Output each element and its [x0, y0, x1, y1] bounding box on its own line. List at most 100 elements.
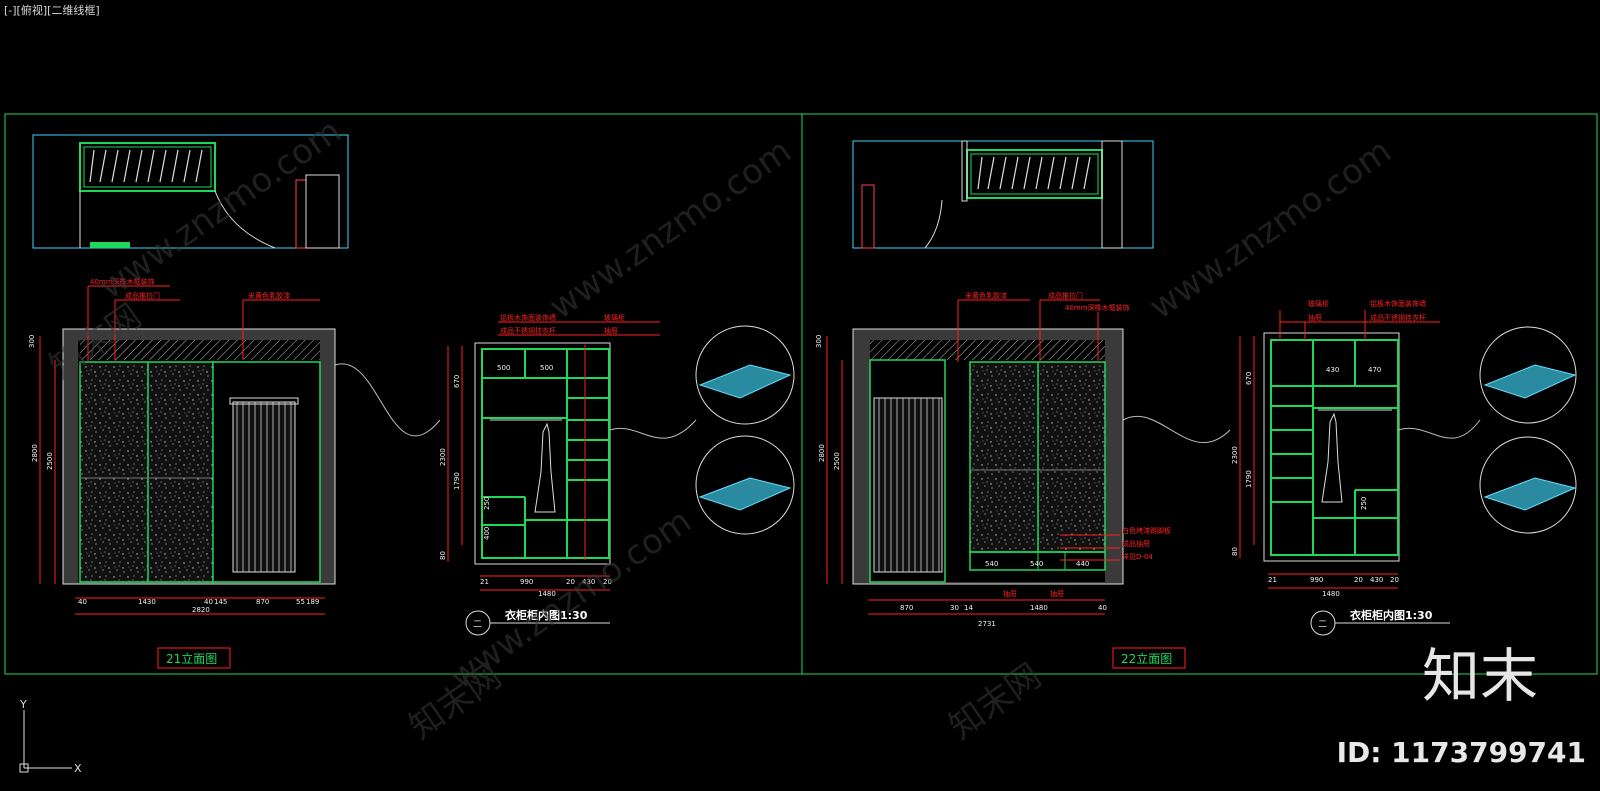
left-width-870: 870: [256, 598, 269, 606]
left-height-2500: 2500: [46, 452, 54, 470]
left-int-w-990: 990: [520, 578, 533, 586]
right-width-30: 30: [950, 604, 959, 612]
right-detail-callouts: [1122, 326, 1577, 534]
left-width-40a: 40: [78, 598, 87, 606]
right-height-300: 300: [815, 335, 823, 348]
right-int-h-80: 80: [1231, 547, 1239, 556]
left-width-1430: 1430: [138, 598, 156, 606]
right-width-40: 40: [1098, 604, 1107, 612]
right-note-6: 详见D-04: [1122, 552, 1153, 561]
left-width-145: 145: [214, 598, 227, 606]
left-interior-note-3: 玻璃柜: [604, 313, 625, 322]
right-width-14: 14: [964, 604, 973, 612]
left-int-h-1790: 1790: [453, 472, 461, 490]
right-note-5: 成品抽屉: [1122, 539, 1150, 548]
svg-text:知末网: 知末网: [942, 656, 1048, 747]
right-shelf-470: 470: [1368, 366, 1381, 374]
right-int-w-430: 430: [1370, 576, 1383, 584]
right-interior-note-3: 铝板木饰面装饰墙: [1370, 299, 1426, 308]
left-shelf-250: 250: [483, 497, 491, 510]
right-int-w-20b: 20: [1390, 576, 1399, 584]
left-elevation-title[interactable]: 21立面图: [166, 651, 217, 666]
right-height-2800: 2800: [818, 444, 826, 462]
left-elevation-21: [62, 328, 336, 585]
right-total-width: 2731: [978, 620, 996, 628]
left-section-mark-label: 二: [473, 620, 482, 630]
left-int-h-670: 670: [453, 375, 461, 388]
right-note-3: 40mm深橡木框装饰: [1065, 303, 1130, 312]
right-elevation-dimensions: [826, 299, 1120, 615]
right-wardrobe-interior: [1263, 332, 1400, 562]
right-width-870: 870: [900, 604, 913, 612]
ucs-x-label: X: [74, 762, 82, 775]
right-plan-view: [852, 140, 1154, 249]
right-interior-note-4: 成品不锈钢挂衣杆: [1370, 313, 1426, 322]
left-int-w-20b: 20: [603, 578, 612, 586]
right-int-h-2300: 2300: [1231, 446, 1239, 464]
right-shelf-250: 250: [1360, 497, 1368, 510]
right-int-w-20a: 20: [1354, 576, 1363, 584]
left-int-total: 1480: [538, 590, 556, 598]
left-int-h-2300: 2300: [439, 448, 447, 466]
left-note-2: 成品推拉门: [125, 291, 160, 300]
left-width-55: 55: [296, 598, 305, 606]
left-detail-title[interactable]: 衣柜柜内图1:30: [505, 608, 588, 622]
right-sheet-frame: [801, 113, 1598, 675]
right-bottom-note-2: 抽屉: [1050, 589, 1064, 598]
right-elevation-title[interactable]: 22立面图: [1121, 651, 1172, 666]
right-int-w-990: 990: [1310, 576, 1323, 584]
right-elevation-title-box[interactable]: [1112, 647, 1186, 669]
left-int-h-80: 80: [439, 551, 447, 560]
right-drawer-540a: 540: [985, 560, 998, 568]
asset-id: ID: 1173799741: [1336, 736, 1586, 769]
right-shelf-430: 430: [1326, 366, 1339, 374]
ucs-axis-icon: Y X: [19, 698, 82, 775]
left-width-40b: 40: [204, 598, 213, 606]
brand-logo: 知末: [1421, 642, 1538, 710]
ucs-y-label: Y: [19, 698, 27, 711]
left-width-189: 189: [306, 598, 319, 606]
left-height-300: 300: [28, 335, 36, 348]
svg-text:www.znzmo.com: www.znzmo.com: [1142, 131, 1398, 327]
left-interior-note-2: 成品不锈钢挂衣杆: [500, 326, 556, 335]
right-width-1480: 1480: [1030, 604, 1048, 612]
right-bottom-note-1: 抽屉: [1003, 589, 1017, 598]
left-note-3: 米黄色乳胶漆: [248, 291, 290, 300]
left-shelf-500a: 500: [497, 364, 510, 372]
right-interior-dimensions: [1239, 310, 1440, 589]
left-height-2800: 2800: [31, 444, 39, 462]
left-shelf-500b: 500: [540, 364, 553, 372]
left-interior-note-4: 抽屉: [604, 326, 618, 335]
left-interior-dimensions: [447, 321, 660, 591]
svg-text:www.znzmo.com: www.znzmo.com: [542, 131, 798, 327]
left-shelf-400: 400: [483, 527, 491, 540]
left-int-w-430: 430: [582, 578, 595, 586]
right-int-h-1790: 1790: [1245, 470, 1253, 488]
left-plan-view: [32, 134, 349, 249]
right-int-h-670: 670: [1245, 372, 1253, 385]
left-detail-callouts: [334, 325, 795, 535]
left-total-width: 2820: [192, 606, 210, 614]
right-drawer-440: 440: [1076, 560, 1089, 568]
right-note-2: 成品推拉门: [1048, 291, 1083, 300]
right-note-1: 米黄色乳胶漆: [965, 291, 1007, 300]
right-drawer-540b: 540: [1030, 560, 1043, 568]
right-section-mark-label: 二: [1318, 620, 1327, 630]
left-interior-note-1: 铝板木饰面装饰墙: [500, 313, 556, 322]
left-elevation-dimensions: [39, 285, 325, 615]
viewport-label[interactable]: [-][俯视][二维线框]: [4, 4, 100, 17]
right-elevation-22: [852, 328, 1124, 585]
right-interior-note-2: 抽屉: [1308, 313, 1322, 322]
svg-text:www.znzmo.com: www.znzmo.com: [92, 111, 348, 307]
right-detail-title[interactable]: 衣柜柜内图1:30: [1350, 608, 1433, 622]
right-note-4: 白色烤漆踢脚板: [1122, 526, 1171, 535]
right-interior-note-1: 玻璃柜: [1308, 299, 1329, 308]
right-int-total: 1480: [1322, 590, 1340, 598]
left-elevation-title-box[interactable]: [157, 647, 231, 669]
right-int-w-21: 21: [1268, 576, 1277, 584]
left-int-w-20a: 20: [566, 578, 575, 586]
left-wardrobe-interior: [474, 342, 611, 565]
right-height-2500: 2500: [833, 452, 841, 470]
left-note-1: 40mm深橡木框装饰: [90, 277, 155, 286]
